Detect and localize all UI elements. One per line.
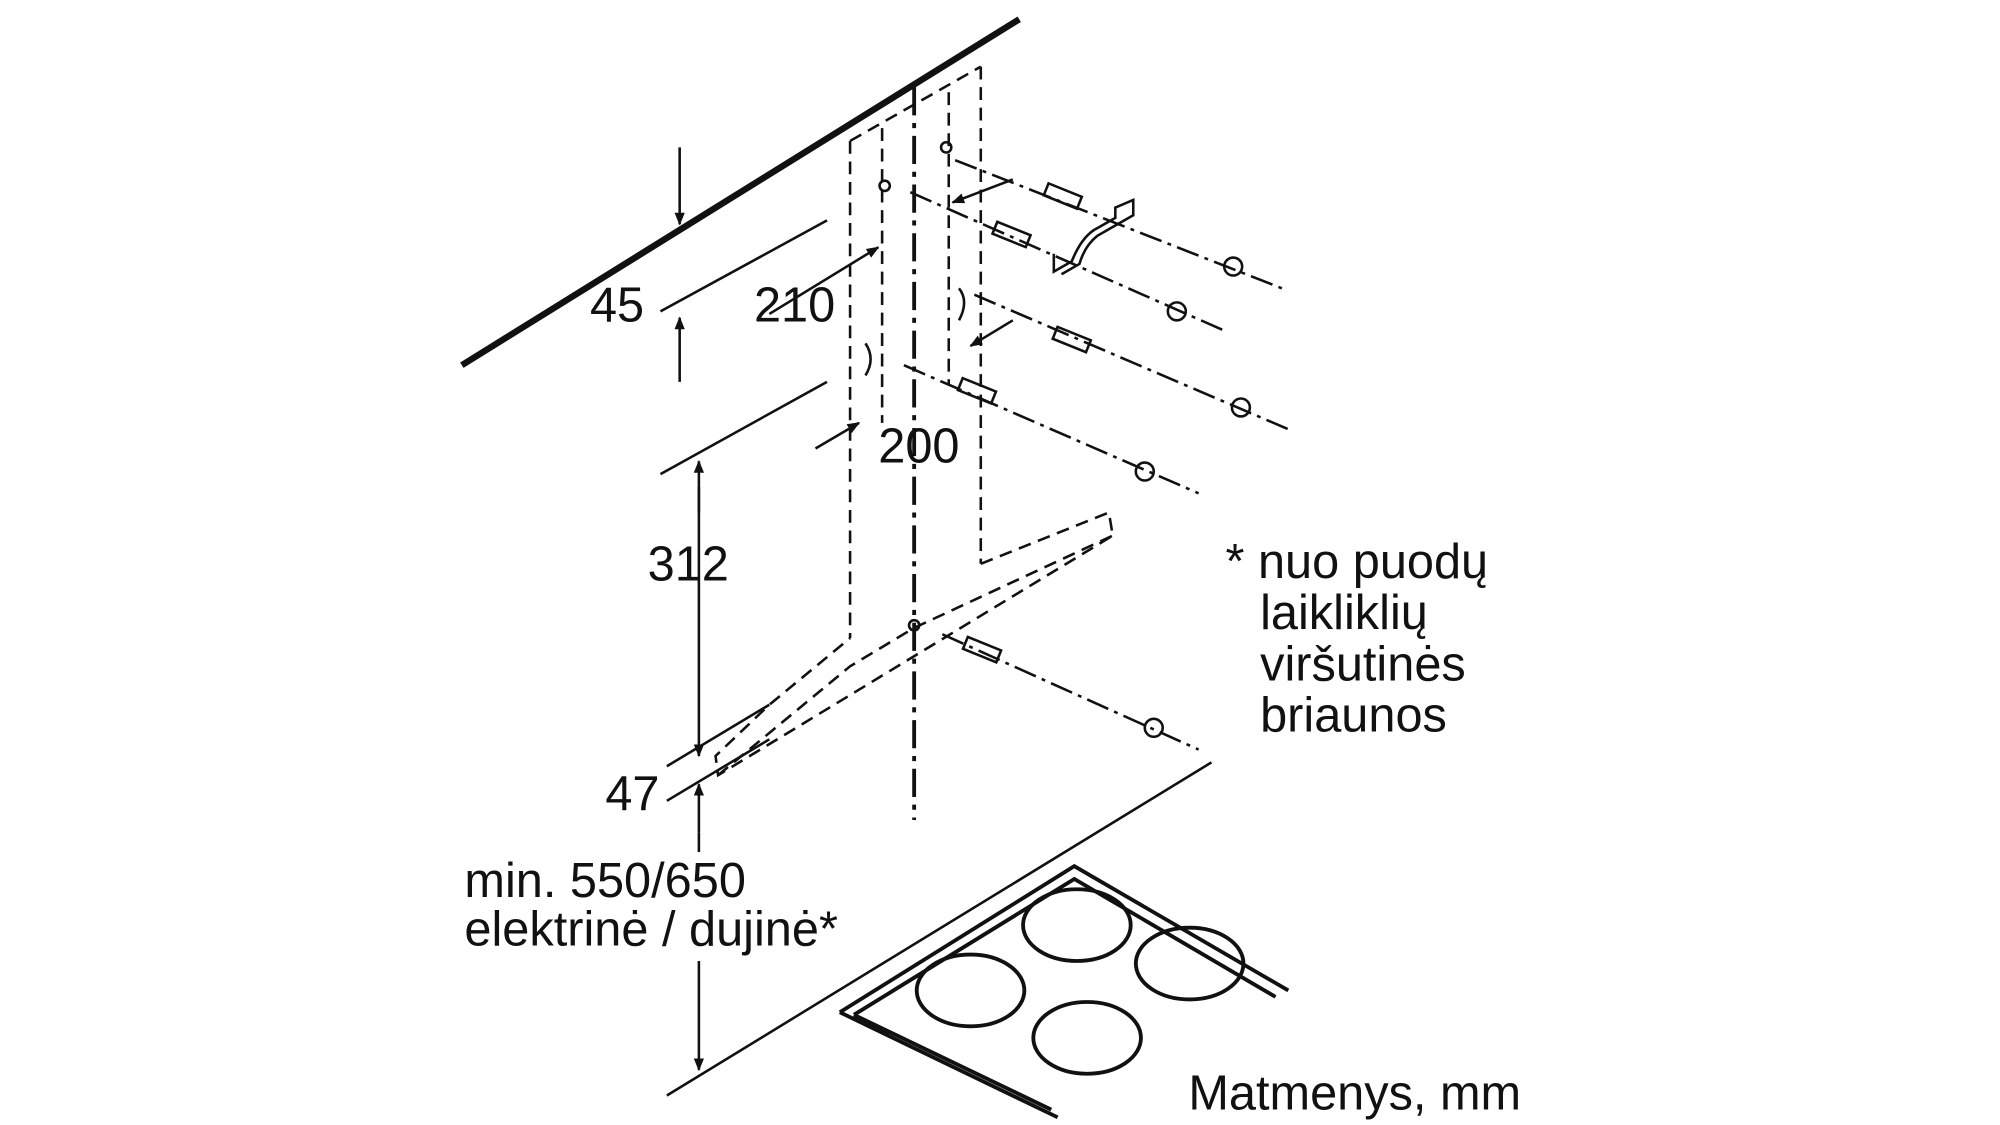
cooktop (666, 761, 1290, 1120)
footnote-line-3: viršutinės (1260, 637, 1466, 691)
wall-plugs (956, 181, 1093, 664)
dimension-label-210: 210 (754, 279, 835, 333)
min-height-label-1: min. 550/650 (464, 854, 746, 908)
dimension-label-47: 47 (605, 767, 659, 821)
screws (1134, 256, 1252, 739)
dimension-210-200 (659, 140, 1014, 476)
dimension-45 (659, 147, 828, 382)
dimension-label-45: 45 (590, 279, 644, 333)
dimension-312-47 (666, 459, 771, 1072)
dimension-label-200: 200 (878, 420, 959, 474)
footnote-line-1: * nuo puodų (1226, 535, 1489, 589)
dimension-label-312: 312 (648, 537, 729, 591)
units-caption: Matmenys, mm (1188, 1067, 1521, 1121)
footnote-line-2: laikliklių (1260, 586, 1428, 640)
hood-chimney-outline (714, 65, 1115, 821)
min-height-label-2: elektrinė / dujinė* (464, 903, 838, 957)
wall-line (460, 16, 1021, 368)
screw-lines (903, 158, 1289, 751)
bracket (1052, 197, 1135, 276)
footnote-line-4: briaunos (1260, 689, 1447, 743)
